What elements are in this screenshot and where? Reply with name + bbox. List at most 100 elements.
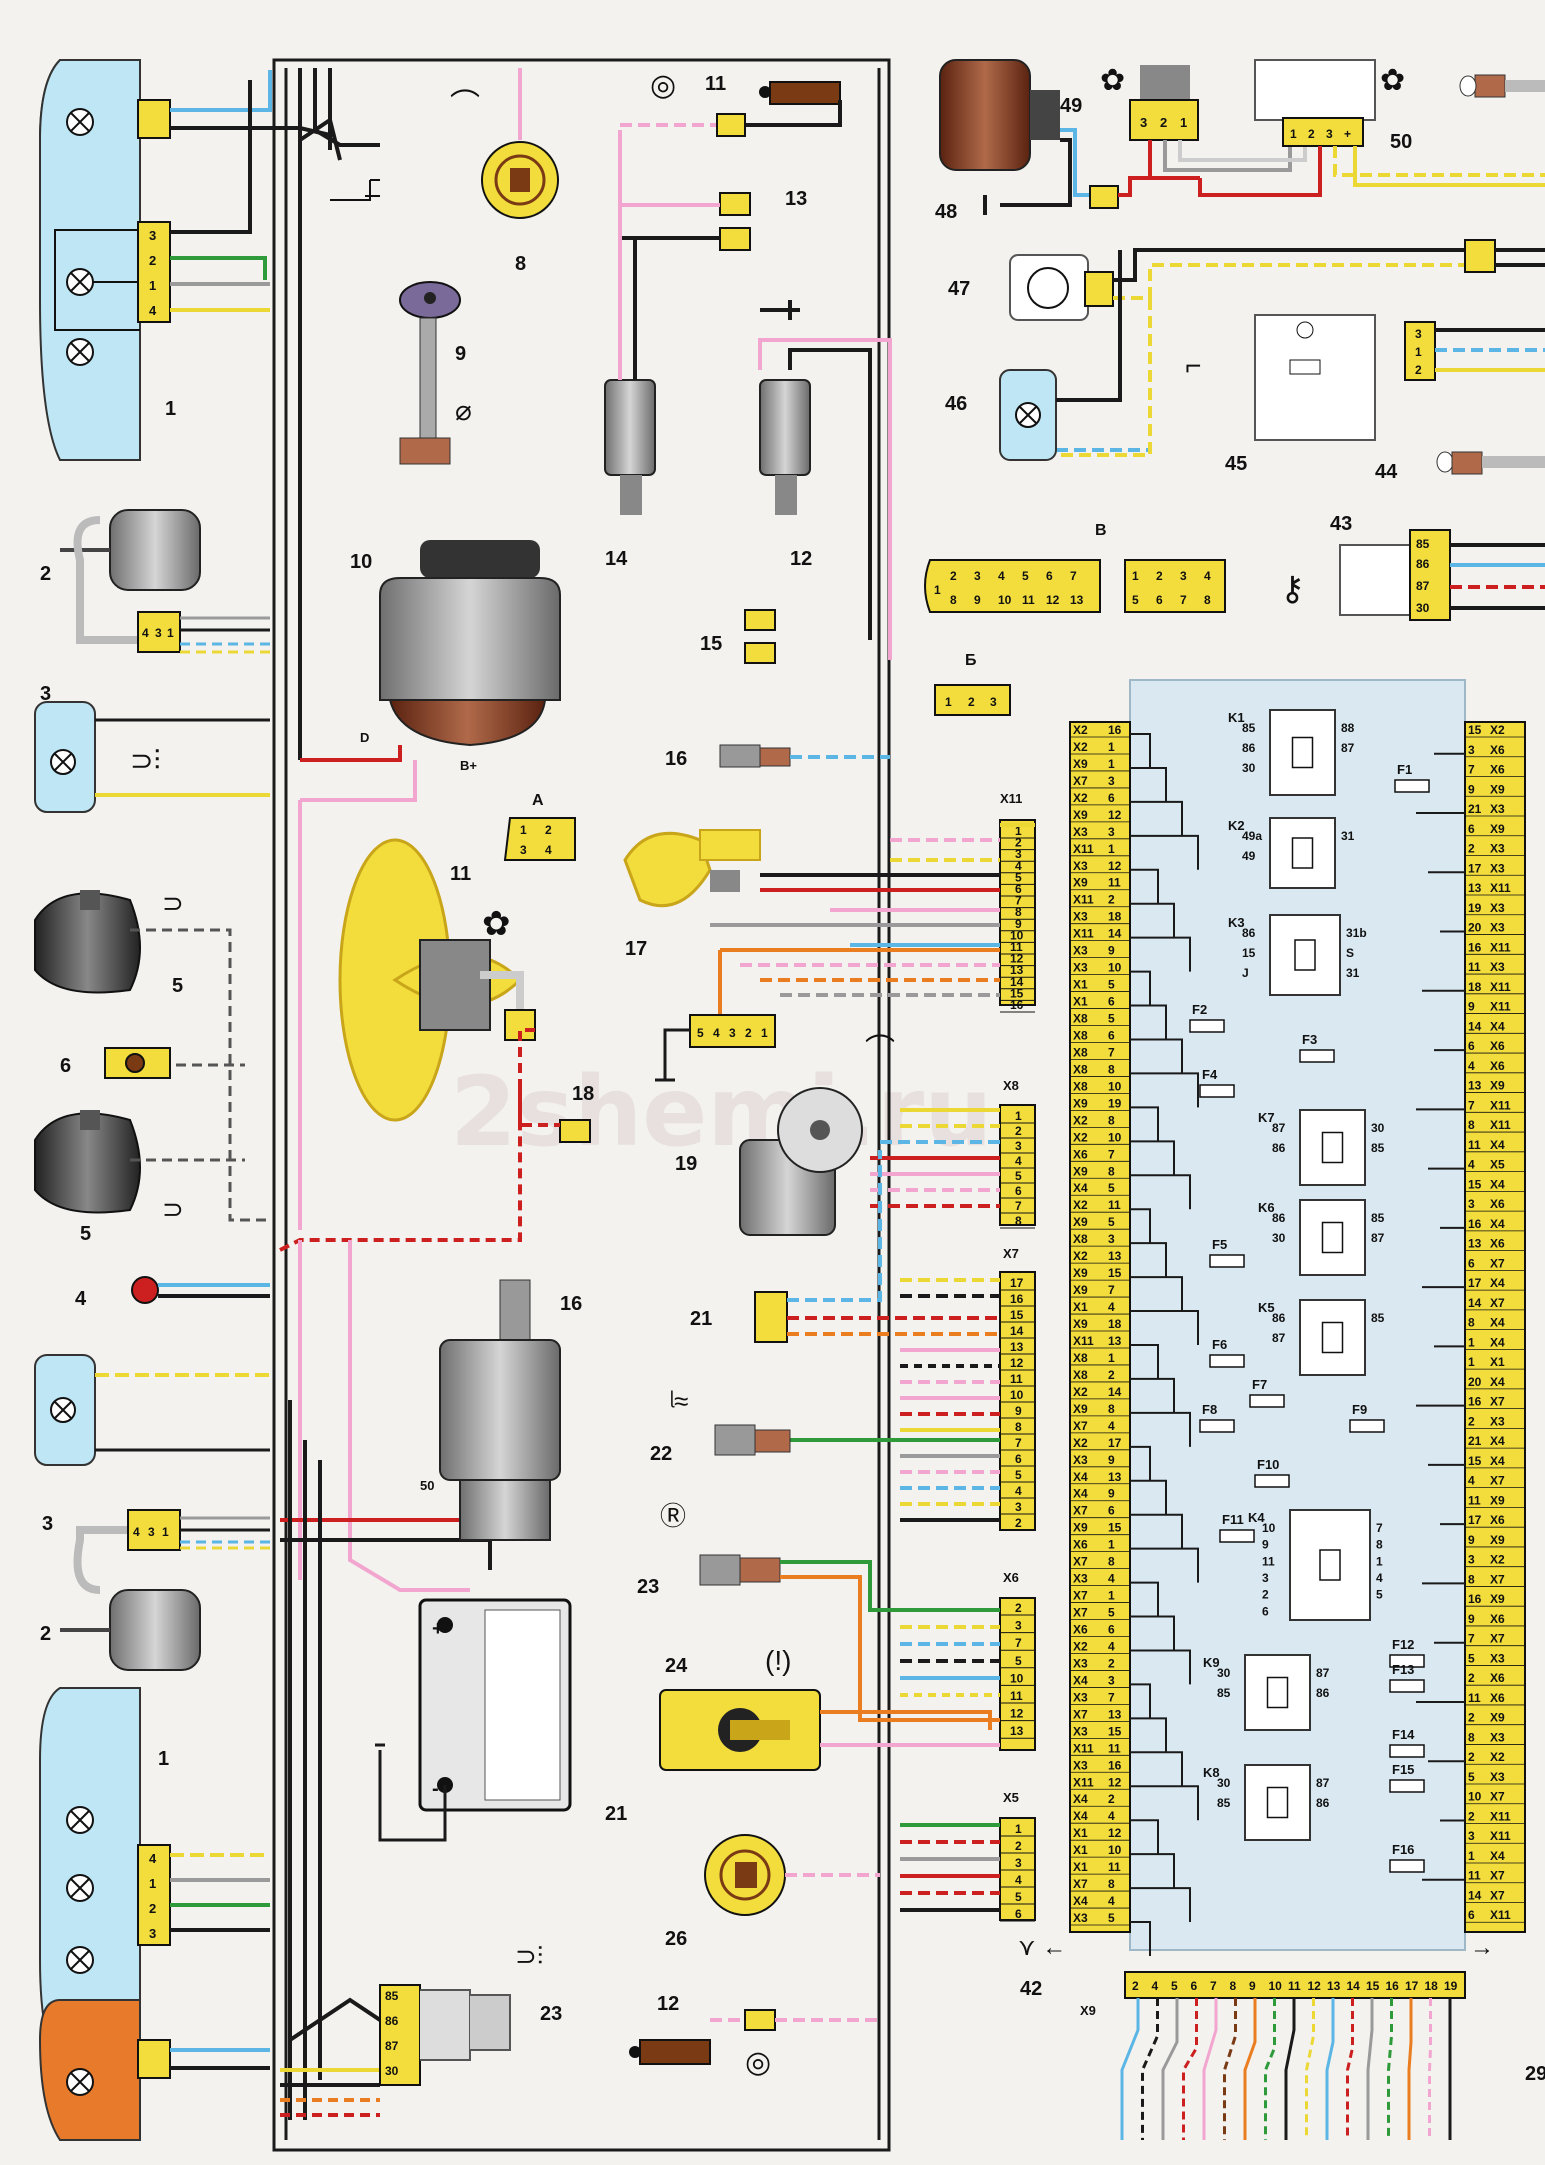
label-26: 26 [665,1928,687,1950]
fuse-wire [1130,1615,1175,1651]
fuse-label: F12 [1392,1637,1414,1652]
fuse-pin-num: 7 [1108,1283,1115,1297]
fuse-pin-num: 5 [1468,1770,1475,1784]
fuse-wire [1130,1479,1167,1515]
fuse-pin-num: 5 [1108,1181,1115,1195]
fuse-label: F7 [1252,1377,1267,1392]
pin: 2 [1015,1839,1022,1853]
pin: 12 [1010,952,1024,966]
fuse-pin-conn: X7 [1073,1707,1088,1721]
pin: 3 [1415,327,1422,341]
headlight-top [38,59,142,461]
label-1: 1 [165,398,176,420]
pin: 5 [1015,870,1022,884]
relay-pin: 10 [1262,1521,1276,1535]
pin: 3 [1180,569,1187,583]
relay-pin: 31 [1346,966,1360,980]
fuse-pin-num: 7 [1468,1098,1475,1112]
fuse-pin-conn: X1 [1073,1843,1088,1857]
fuse-pin-conn: X3 [1073,961,1088,975]
pin: + [1344,127,1351,141]
connector-B: 1 2 3 [934,684,1011,716]
fuse-pin-num: 2 [1108,893,1115,907]
pin: 2 [1308,127,1315,141]
fuse-pin-conn: X3 [1490,842,1505,856]
fuse-pin-num: 12 [1108,1775,1122,1789]
fuse-pin-conn: X11 [1490,1098,1511,1112]
component-10 [481,141,559,219]
relay-pin: 2 [1262,1588,1269,1602]
pin: 2 [1015,836,1022,850]
fuse-f1 [1394,779,1430,793]
connector-X7-label: X7 [1003,1246,1019,1261]
pin: 3 [1015,847,1022,861]
fuse-pin-num: 11 [1108,1741,1121,1755]
fuse-pin-conn: X3 [1073,1656,1088,1670]
relay-pin: 7 [1376,1521,1383,1535]
fuse-pin-num: 8 [1468,1316,1475,1330]
fuse-pin-num: 2 [1468,842,1475,856]
fuse-pin-num: 8 [1108,1062,1115,1076]
fuse-pin-num: 5 [1108,1911,1115,1925]
pin: 1 [945,695,952,709]
label-20: 16 [560,1293,582,1315]
sensor-17 [623,829,761,908]
relay-name: K4 [1248,1510,1265,1525]
arrow-left: ⋎ ← [1018,1934,1066,1961]
relay-pin: 87 [1371,1231,1385,1245]
fuse-wire [1130,766,1167,802]
pin: 2 [1415,363,1422,377]
fuse-pin-conn: X2 [1073,740,1088,754]
pin: 2 [545,823,552,837]
fuse-pin-conn: X3 [1490,861,1505,875]
pin: 9 [1015,1404,1022,1418]
fuse-f5 [1209,1254,1245,1268]
harness-frame [272,58,891,2152]
fuse-pin-conn: X2 [1073,791,1088,805]
wires-x8-x7 [787,1108,1000,1522]
fog-relay-27: 85 86 87 30 [379,1984,511,2086]
fuse-pin-conn: X4 [1490,1335,1505,1349]
connector-11 [716,113,746,137]
pin: 8 [1230,1979,1237,1993]
fuse-wire [1130,1887,1191,1923]
pin: 6 [1015,1184,1022,1198]
relay-pin: 15 [1242,946,1256,960]
fuse-pin-conn: X6 [1490,763,1505,777]
pin: 2 [1160,115,1167,130]
pin: 30 [385,2064,399,2078]
fuse-wire [1130,1038,1183,1074]
fuse-f14 [1389,1744,1425,1758]
fuse-pin-conn: X2 [1073,1113,1088,1127]
pin: 85 [1416,537,1430,551]
fuse-pin-conn: X8 [1073,1045,1088,1059]
pin: 13 [1010,1724,1024,1738]
fuse-wire [1130,1140,1175,1176]
fuse-pin-num: 10 [1108,961,1122,975]
fuse-wire [1130,1004,1167,1040]
pin: 15 [1010,986,1024,1000]
wires-washer-bottom [180,1516,270,1550]
relay-pin: 31b [1346,926,1367,940]
fuse-pin-conn: X3 [1490,1730,1505,1744]
fuse-pin-conn: X7 [1490,1790,1505,1804]
x9-wire [1243,1998,1257,2140]
fuse-label: F6 [1212,1337,1227,1352]
brake-icon: ◎ [650,69,676,102]
fuse-pin-num: 4 [1468,1158,1475,1172]
pin: 85 [385,1989,399,2003]
sensor-4 [131,1276,159,1304]
oil-pressure-16 [719,744,791,768]
fuse-wire [1130,1649,1191,1685]
fuse-pin-conn: X8 [1073,1062,1088,1076]
fog-icon: ⊃⫶ [515,1941,543,1971]
fuse-pin-conn: X7 [1073,1504,1088,1518]
fuse-pin-conn: X11 [1490,1118,1511,1132]
pin: 12 [1010,1707,1024,1721]
pin: 4 [713,1026,720,1040]
fuse-pin-conn: X7 [1073,1555,1088,1569]
starter-20 [439,1279,561,1541]
label-46: 47 [948,278,970,300]
pin: 6 [1046,569,1053,583]
fuse-pin-conn: X7 [1073,1877,1088,1891]
